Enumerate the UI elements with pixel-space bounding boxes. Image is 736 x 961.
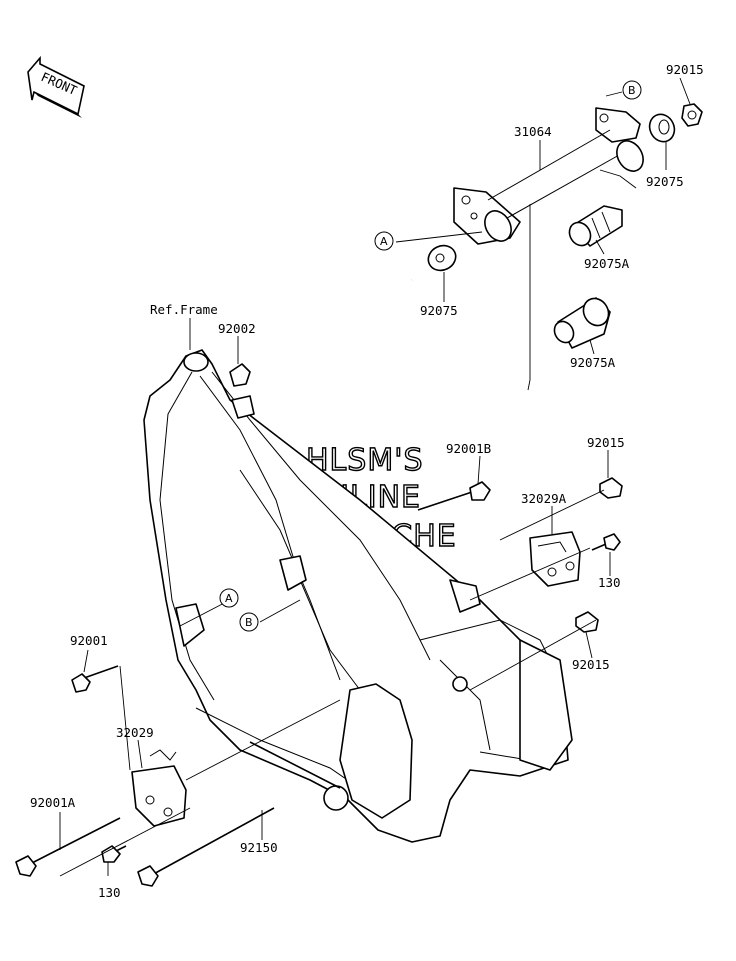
- label-130-bottom: 130: [98, 885, 121, 900]
- callout-a-top-label: A: [380, 235, 388, 248]
- mount-bracket-31064: [453, 107, 644, 245]
- callout-a-top: A: [374, 231, 394, 251]
- nut-92015-top: [681, 103, 703, 127]
- label-92002: 92002: [218, 321, 256, 336]
- leader-lines: [59, 77, 691, 877]
- label-130-right: 130: [598, 575, 621, 590]
- callout-b-frame-label: B: [245, 616, 253, 629]
- label-92075-right: 92075: [646, 174, 684, 189]
- label-92001b: 92001B: [446, 441, 491, 456]
- bolt-130-bottom: [101, 845, 127, 863]
- label-92015-top: 92015: [666, 62, 704, 77]
- label-92150: 92150: [240, 840, 278, 855]
- label-92075-left: 92075: [420, 303, 458, 318]
- bolt-92001a: [15, 817, 121, 877]
- bushing-92075-left: [427, 244, 457, 272]
- callout-b-frame: B: [239, 612, 259, 632]
- bolt-130-right: [591, 533, 621, 551]
- frame: [143, 349, 573, 843]
- callout-a-frame-label: A: [225, 592, 233, 605]
- label-31064: 31064: [514, 124, 552, 139]
- bolt-92001: [71, 665, 119, 693]
- callout-a-frame: A: [219, 588, 239, 608]
- callout-b-top: B: [622, 80, 642, 100]
- bolt-92002: [229, 278, 413, 387]
- label-32029: 32029: [116, 725, 154, 740]
- front-arrow-icon: FRONT: [27, 55, 85, 118]
- label-92001: 92001: [70, 633, 108, 648]
- bushing-92075-right: [648, 113, 676, 143]
- bracket-32029a: [529, 531, 581, 587]
- label-92001a: 92001A: [30, 795, 76, 810]
- bracket-32029: [131, 749, 187, 827]
- rubber-mount-92075a-bottom: [553, 297, 611, 349]
- label-ref-frame: Ref.Frame: [150, 302, 218, 317]
- nut-92015-low: [575, 611, 599, 633]
- callout-b-top-label: B: [628, 84, 636, 97]
- label-92075a-bottom: 92075A: [570, 355, 616, 370]
- rubber-mount-92075a-top: [568, 205, 623, 247]
- bolt-92150: [137, 807, 275, 887]
- label-92015-mid: 92015: [587, 435, 625, 450]
- bolt-92001b: [417, 481, 491, 511]
- label-32029a: 32029A: [521, 491, 567, 506]
- label-92015-low: 92015: [572, 657, 610, 672]
- nut-92015-mid: [599, 477, 623, 499]
- label-92075a-top: 92075A: [584, 256, 630, 271]
